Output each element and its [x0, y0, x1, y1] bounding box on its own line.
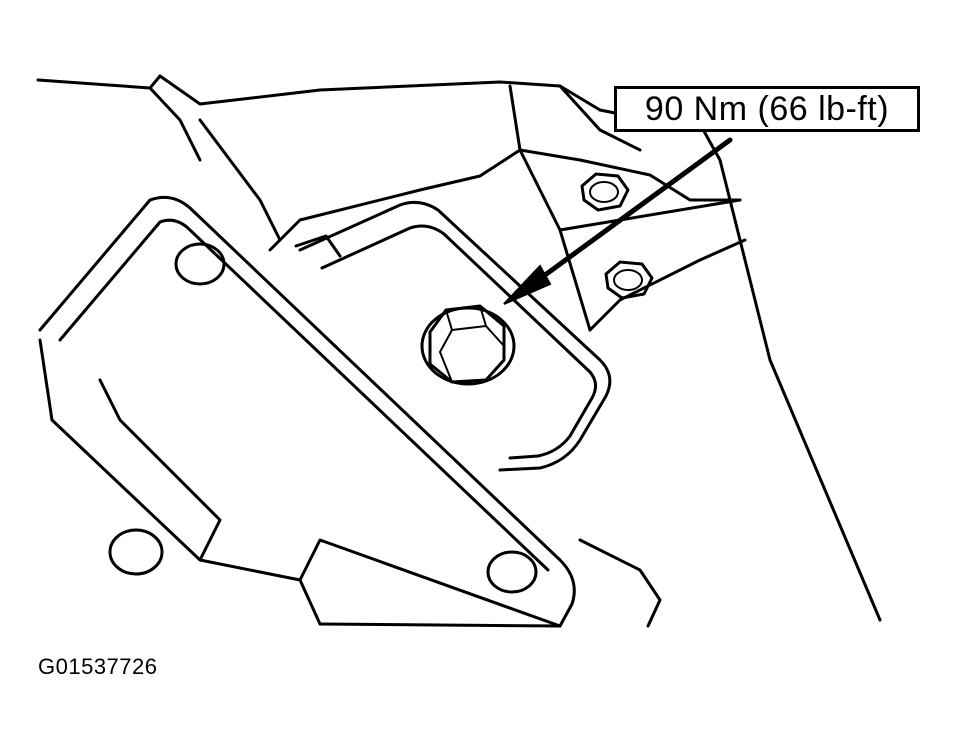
mount-pad [294, 200, 612, 472]
callout-leader-arrow [503, 137, 733, 305]
engine-body-outline [36, 74, 882, 622]
frame-hole-right [486, 550, 538, 594]
main-mount-bolt [420, 304, 516, 386]
frame-hole-left [108, 528, 164, 576]
figure-id-label: G01537726 [38, 654, 158, 679]
small-bolt-lower [604, 260, 654, 300]
crossmember-frame [38, 118, 662, 628]
torque-callout-box: 90 Nm (66 lb-ft) [614, 86, 920, 132]
frame-hole-upper [174, 242, 226, 286]
frame-holes [108, 242, 538, 594]
torque-spec-label: 90 Nm (66 lb-ft) [644, 90, 890, 128]
upper-bracket-arm [518, 148, 747, 332]
small-bolt-upper [580, 172, 630, 212]
